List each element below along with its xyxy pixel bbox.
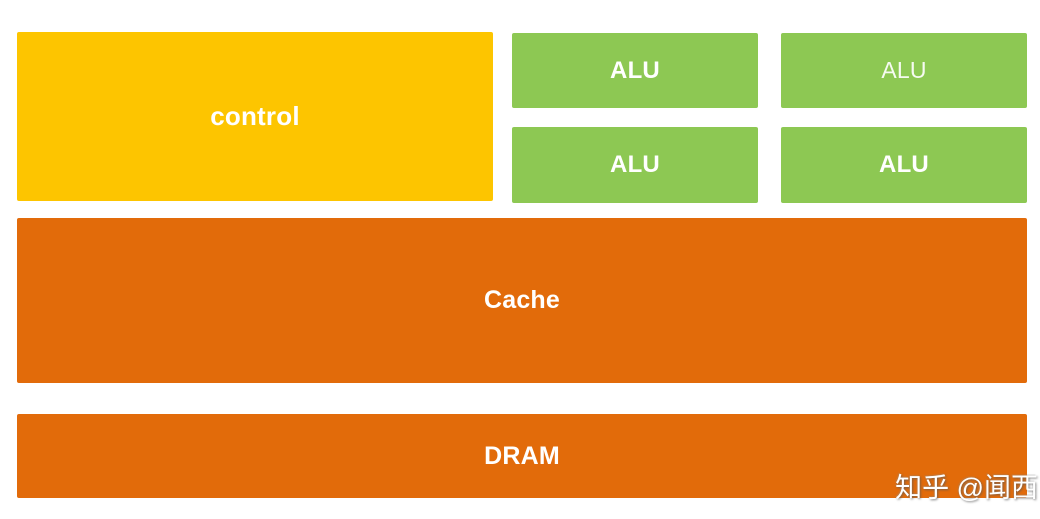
control-block: control [17,32,493,201]
alu-label: ALU [610,151,660,178]
dram-label: DRAM [484,441,560,470]
control-label: control [210,101,300,131]
cache-label: Cache [483,286,561,314]
zhihu-watermark: 知乎 @闻西 [895,473,1038,503]
alu-label: ALU [610,56,660,84]
alu-block-bottom-right: ALU [781,127,1027,203]
alu-label: ALU [879,151,929,178]
cache-block: Cache [17,218,1027,383]
alu-block-top-left: ALU [512,33,758,108]
alu-block-top-right: ALU [781,33,1027,108]
alu-block-bottom-left: ALU [512,127,758,203]
alu-label: ALU [881,57,927,83]
dram-block: DRAM [17,414,1027,498]
